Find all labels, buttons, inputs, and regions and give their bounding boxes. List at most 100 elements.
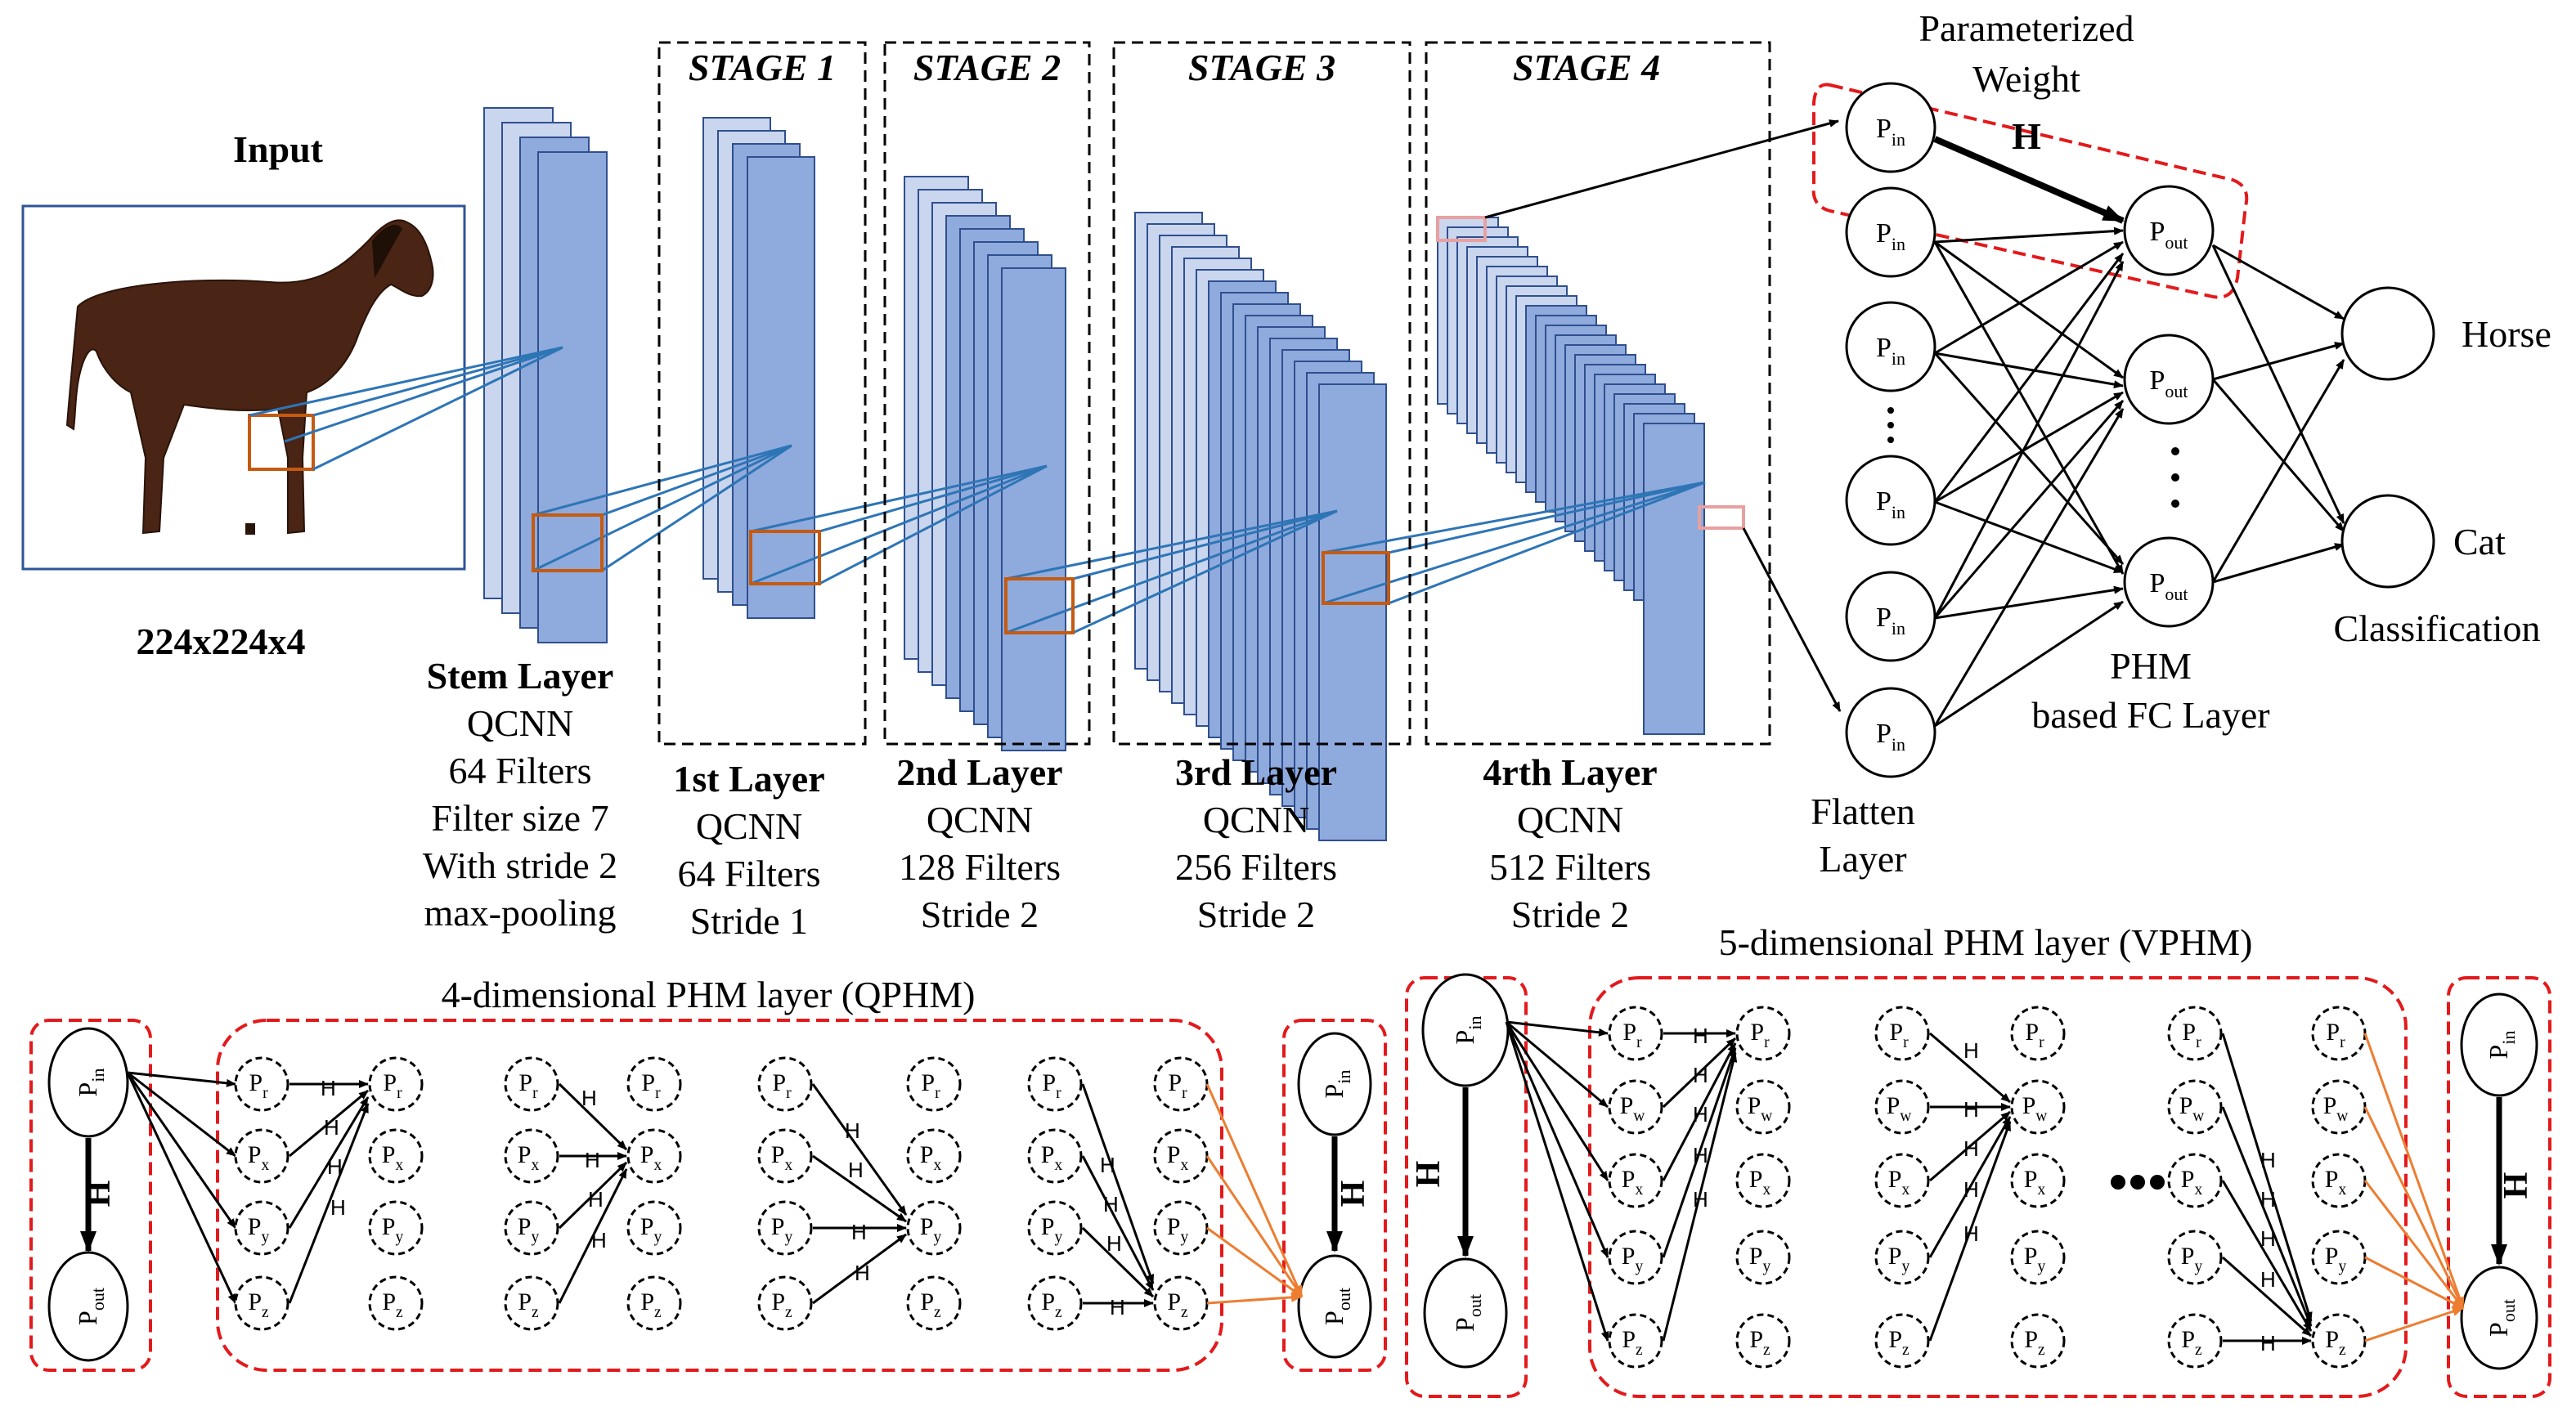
- phm-node-in: Pin: [47, 1027, 129, 1138]
- svg-text:Py: Py: [518, 1213, 540, 1246]
- stage1-patch: [749, 530, 821, 585]
- conv-patches: [532, 513, 1390, 634]
- phm-node-x: Px: [757, 1128, 813, 1184]
- phm-h-label: H: [1693, 1143, 1708, 1167]
- phm-arrow: [1081, 1226, 1155, 1298]
- phm-node-x: Px: [2311, 1153, 2367, 1208]
- phm-h-label: H: [2260, 1187, 2276, 1212]
- svg-text:Pout: Pout: [2149, 365, 2188, 401]
- phm-node-in: Pin: [2460, 993, 2538, 1097]
- stage4-caption-line: QCNN: [1517, 799, 1623, 840]
- phm-arrow: [1662, 1052, 1738, 1342]
- phm-h-label: H: [330, 1195, 346, 1220]
- phm-arrow: [1928, 1116, 2012, 1258]
- phm-h-label: H: [845, 1118, 860, 1143]
- phm-h-label: H: [2260, 1226, 2276, 1251]
- stage3-patch: [1322, 551, 1390, 605]
- phm-node-z: Pz: [1153, 1275, 1209, 1331]
- phm-node-z: Pz: [2010, 1313, 2066, 1369]
- svg-text:Pz: Pz: [640, 1288, 662, 1321]
- phm-node-z: Pz: [2167, 1313, 2223, 1369]
- svg-text:Px: Px: [1622, 1166, 1644, 1199]
- stage3-caption-line: Stride 2: [1197, 894, 1315, 935]
- phm-node-x: Px: [1027, 1128, 1083, 1184]
- svg-text:Pin: Pin: [1876, 218, 1905, 254]
- phm-arrow: [558, 1168, 628, 1304]
- phm-node-r: Pr: [757, 1056, 813, 1112]
- svg-text:Pin: Pin: [1876, 486, 1905, 522]
- phm-h-label: H: [1963, 1097, 1979, 1122]
- stem-caption-line: max-pooling: [424, 892, 616, 934]
- phm-node-y: Py: [1027, 1200, 1083, 1256]
- svg-text:Px: Px: [640, 1141, 662, 1174]
- stem-patch: [532, 513, 604, 572]
- ellipsis-dot: [2111, 1175, 2125, 1190]
- fc-section: Parameterized Weight H: [1484, 7, 2551, 880]
- phm-arrow: [289, 1089, 369, 1158]
- stage1-caption-line: 64 Filters: [677, 853, 820, 894]
- phm-node-r: Pr: [1608, 1006, 1663, 1061]
- fc-pin-node: Pin: [1845, 186, 1936, 278]
- vphm-section: 5-dimensional PHM layer (VPHM) PinPoutHP…: [1405, 921, 2551, 1398]
- fc-pout-node: Pout: [2123, 185, 2215, 276]
- fc-pin-node: Pin: [1845, 82, 1936, 173]
- phm-h-label: H: [581, 1086, 597, 1110]
- svg-text:Py: Py: [248, 1213, 270, 1246]
- svg-text:Pin: Pin: [1876, 603, 1905, 639]
- svg-text:Pr: Pr: [1750, 1019, 1770, 1051]
- svg-text:Pw: Pw: [2323, 1092, 2349, 1125]
- ellipsis-dot: [2171, 500, 2179, 508]
- svg-text:Py: Py: [640, 1213, 662, 1246]
- stage4-patch-top: [1436, 216, 1487, 242]
- phm-h-label: H: [1693, 1063, 1708, 1087]
- phm-node-r: Pr: [234, 1056, 289, 1112]
- svg-text:Pr: Pr: [772, 1069, 792, 1102]
- phm-arrow: [127, 1071, 236, 1158]
- svg-text:Pz: Pz: [1622, 1326, 1643, 1359]
- phm-node-z: Pz: [234, 1275, 289, 1331]
- feature-map: [1643, 423, 1705, 735]
- phm-node-z: Pz: [504, 1275, 559, 1331]
- stage1-stack: [702, 117, 815, 619]
- phm-node-r: Pr: [1735, 1006, 1791, 1061]
- phm-arrow: [1505, 1021, 1609, 1258]
- phm-node-w: Pw: [2311, 1079, 2367, 1135]
- stage4-box: [1425, 41, 1771, 746]
- phm-arrow: [1662, 1047, 1737, 1258]
- svg-text:Pz: Pz: [1167, 1288, 1188, 1321]
- qphm-graph: PinPoutHPrPxPyPzPrPxPyPzPrPxPyPzPrPxPyPz…: [47, 1027, 1372, 1362]
- phm-node-z: Pz: [1874, 1313, 1930, 1369]
- param-weight-label: Weight: [1972, 58, 2080, 100]
- svg-text:Pz: Pz: [1749, 1326, 1770, 1359]
- stage1-caption-line: Stride 1: [690, 900, 808, 942]
- ellipsis-dot: [1887, 437, 1894, 443]
- ellipsis-dot: [1887, 407, 1894, 414]
- fc-pin-node: Pin: [1845, 301, 1936, 392]
- phm-arrow: [1506, 1020, 1609, 1109]
- phm-fc-label: based FC Layer: [2031, 694, 2269, 736]
- stem-caption-line: Stem Layer: [427, 655, 614, 697]
- fc-pin-node: Pin: [1845, 571, 1936, 662]
- phm-node-y: Py: [1874, 1230, 1930, 1285]
- svg-text:Pout: Pout: [1319, 1288, 1354, 1325]
- stage4-label: STAGE 4: [1513, 47, 1660, 88]
- stage2-label: STAGE 2: [913, 47, 1061, 88]
- phm-node-x: Px: [1735, 1153, 1791, 1208]
- svg-text:Pr: Pr: [921, 1069, 940, 1102]
- stem-stack: [483, 107, 608, 643]
- phm-arrow: [2364, 1256, 2464, 1310]
- svg-text:Pr: Pr: [1622, 1019, 1642, 1051]
- svg-text:Pz: Pz: [248, 1288, 269, 1321]
- svg-text:Pw: Pw: [1887, 1092, 1912, 1125]
- phm-node-z: Pz: [1027, 1275, 1083, 1331]
- fc-pin-node: Pin: [1845, 455, 1936, 546]
- svg-text:Pr: Pr: [641, 1069, 661, 1102]
- phm-arrow: [558, 1161, 628, 1230]
- phm-node-y: Py: [906, 1200, 962, 1256]
- stem-caption-line: QCNN: [467, 702, 573, 744]
- phm-node-r: Pr: [1874, 1006, 1930, 1061]
- stage3-caption-line: 256 Filters: [1175, 846, 1337, 888]
- stage3-stack: [1134, 212, 1387, 841]
- ellipsis-dot: [2171, 473, 2179, 482]
